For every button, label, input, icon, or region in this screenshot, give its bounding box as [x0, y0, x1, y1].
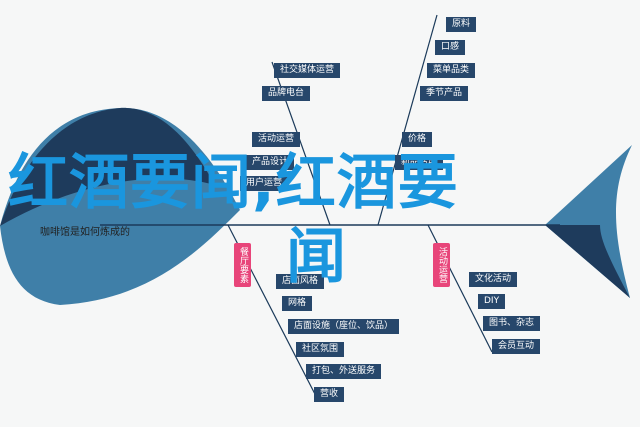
label-brand-radio: 品牌电台	[262, 86, 311, 101]
headline-text-tail: 闻	[286, 222, 347, 292]
fish-head-upper	[0, 107, 215, 226]
label-menu-category: 菜单品类	[427, 63, 476, 78]
label-member-interaction: 会员互动	[492, 339, 541, 354]
label-grid: 网格	[282, 296, 313, 311]
label-takeaway: 打包、外送服务	[306, 364, 382, 379]
bone-upper-right	[377, 14, 438, 226]
label-diy: DIY	[478, 294, 506, 309]
label-user-ops: 用户运营	[240, 176, 289, 191]
label-activity-ops: 活动运营	[252, 132, 301, 147]
label-product-design: 产品设计	[246, 155, 295, 170]
fish-tail-lower	[545, 225, 630, 298]
tag-restaurant-elements: 餐厅要素	[234, 243, 251, 287]
label-culture-activity: 文化活动	[469, 272, 518, 287]
label-price: 价格	[402, 132, 433, 147]
label-books-magazines: 图书、杂志	[483, 316, 541, 331]
label-taste: 口感	[435, 40, 466, 55]
label-social-media: 社交媒体运营	[274, 63, 341, 78]
label-community: 社区氛围	[296, 342, 345, 357]
diagram-subtitle: 咖啡馆是如何炼成的	[40, 227, 130, 238]
label-store-style: 店面风格	[276, 274, 325, 289]
fish-tail-shape	[545, 145, 632, 298]
label-revenue: 营收	[314, 387, 345, 402]
headline-text: 红酒要闻,红酒要	[8, 148, 459, 218]
tag-activity-ops: 活动运营	[433, 243, 450, 287]
label-new-product: 新品活动	[395, 155, 444, 170]
label-store-facilities: 店面设施（座位、饮品）	[288, 319, 400, 334]
label-ingredients: 原料	[446, 17, 477, 32]
label-seasonal-product: 季节产品	[420, 86, 469, 101]
